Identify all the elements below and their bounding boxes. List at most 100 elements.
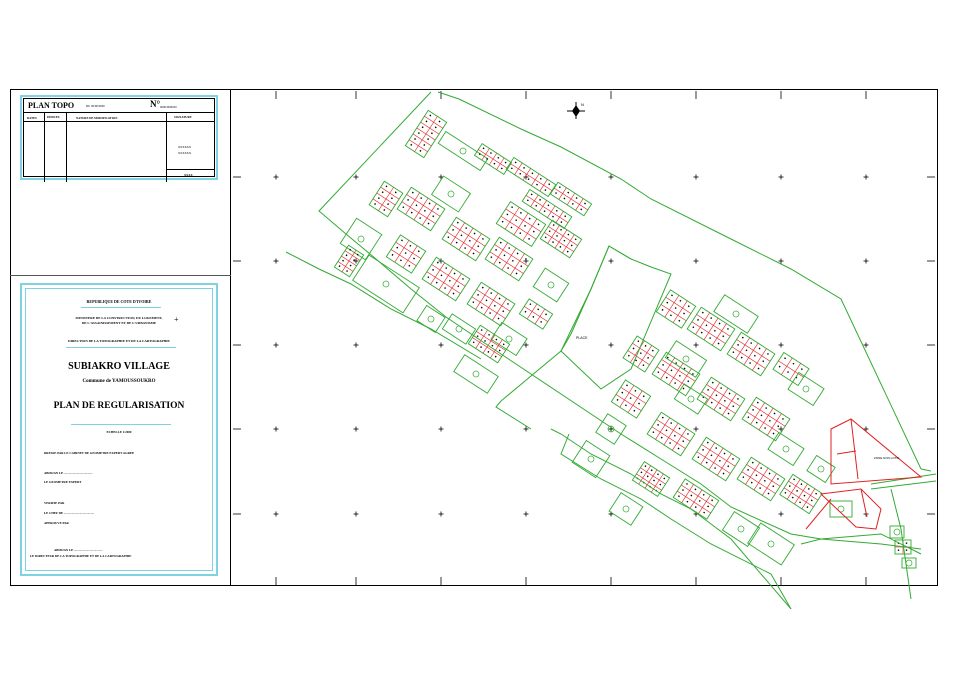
map-sheet-frame bbox=[10, 89, 938, 586]
parcel-line bbox=[341, 255, 357, 267]
parcel-mark bbox=[537, 308, 540, 311]
parcel-block bbox=[352, 254, 420, 314]
parcel-mark bbox=[644, 344, 647, 347]
parcel-mark bbox=[718, 459, 721, 462]
public-plot-mark bbox=[459, 147, 467, 155]
parcel-mark bbox=[473, 232, 476, 235]
public-plot-mark bbox=[817, 465, 825, 473]
parcel-mark bbox=[495, 248, 498, 251]
block-outline bbox=[437, 130, 489, 172]
parcel-line bbox=[513, 212, 529, 236]
block-outline bbox=[736, 456, 786, 502]
grid-ticks bbox=[233, 91, 935, 585]
parcel-mark bbox=[705, 324, 708, 327]
republic-label: REPUBLIQUE DE COTE D'IVOIRE bbox=[86, 299, 152, 304]
parcel-mark bbox=[490, 292, 493, 295]
ministry-line-2: DE L'ASSAINISSEMENT ET DE L'URBANISME bbox=[81, 321, 157, 325]
parcel-mark bbox=[391, 253, 394, 256]
parcel-block bbox=[747, 522, 795, 566]
block-outline bbox=[333, 244, 365, 278]
parcel-line bbox=[627, 390, 643, 413]
block-outline bbox=[747, 522, 795, 566]
parcel-mark bbox=[413, 257, 416, 260]
parcel-line bbox=[735, 337, 750, 360]
verified-by-label: VERIFIE PAR bbox=[44, 501, 65, 505]
parcel-block bbox=[466, 281, 516, 327]
parcel-block bbox=[889, 525, 905, 539]
parcel-line bbox=[446, 231, 481, 254]
parcel-block bbox=[646, 411, 696, 457]
parcel-mark bbox=[652, 431, 655, 434]
parcel-line bbox=[672, 300, 688, 323]
parcel-mark bbox=[686, 500, 689, 503]
parcel-block bbox=[779, 473, 823, 515]
parcel-mark bbox=[710, 401, 713, 404]
parcel-block bbox=[901, 557, 917, 569]
parcel-mark bbox=[691, 372, 694, 375]
parcel-mark bbox=[567, 233, 570, 236]
parcel-mark bbox=[663, 477, 666, 480]
commune-label: Commune de YAMOUSSOUKRO bbox=[82, 379, 156, 384]
parcel-mark bbox=[767, 492, 770, 495]
parcel-mark bbox=[807, 487, 810, 490]
parcel-mark bbox=[472, 341, 475, 344]
parcel-mark bbox=[776, 477, 779, 480]
parcel-block bbox=[484, 236, 534, 282]
parcel-line bbox=[412, 133, 432, 147]
parcel-mark bbox=[390, 197, 393, 200]
parcel-mark bbox=[511, 259, 514, 262]
parcel-line bbox=[640, 467, 666, 485]
parcel-mark bbox=[757, 367, 760, 370]
parcel-mark bbox=[498, 261, 501, 264]
parcel-line bbox=[494, 244, 529, 267]
parcel-line bbox=[522, 218, 538, 241]
parcel-line bbox=[505, 208, 542, 233]
parcel-block bbox=[673, 383, 709, 415]
signature-line-2: XXXXXX bbox=[178, 151, 191, 155]
parcel-mark bbox=[747, 468, 750, 471]
parcel-mark bbox=[427, 276, 430, 279]
parcel-mark bbox=[436, 207, 439, 210]
parcel-mark bbox=[710, 317, 713, 320]
parcel-mark bbox=[773, 412, 776, 415]
parcel-mark bbox=[408, 264, 411, 267]
parcel-mark bbox=[447, 236, 450, 239]
public-plot-mark bbox=[905, 559, 913, 567]
parcel-line bbox=[731, 346, 766, 369]
scale-label: ECHELLE 1/2000 bbox=[106, 430, 132, 434]
village-title: SUBIAKRO VILLAGE bbox=[68, 361, 170, 372]
republic-rule bbox=[81, 307, 161, 308]
parcel-mark bbox=[489, 312, 492, 315]
parcel-line bbox=[547, 224, 560, 244]
parcel-mark bbox=[737, 343, 740, 346]
parcel-block bbox=[437, 130, 489, 172]
parcel-mark bbox=[702, 448, 705, 451]
block-outline bbox=[490, 321, 528, 357]
block-outline bbox=[721, 510, 761, 548]
parcel-mark bbox=[742, 476, 745, 479]
parcel-mark bbox=[482, 147, 485, 150]
parcel-line bbox=[467, 233, 482, 256]
parcel-line bbox=[619, 385, 635, 408]
parcel-line bbox=[394, 240, 410, 263]
public-plot-mark bbox=[587, 455, 595, 463]
signature-line-1: XXXXXX bbox=[178, 145, 191, 149]
parcel-line bbox=[700, 442, 715, 465]
parcel-mark bbox=[511, 206, 514, 209]
public-plot-mark bbox=[547, 281, 555, 289]
parcel-mark bbox=[772, 432, 775, 435]
approved-by-label: APPROUVE PAR bbox=[44, 521, 69, 525]
block-outline bbox=[664, 340, 708, 378]
parcel-line bbox=[426, 271, 461, 294]
public-plot-mark bbox=[622, 505, 630, 513]
parcel-line bbox=[712, 323, 727, 346]
parcel-line bbox=[637, 345, 652, 368]
parcel-line bbox=[750, 402, 765, 425]
parcel-mark bbox=[666, 356, 669, 359]
parcel-mark bbox=[800, 368, 803, 371]
block-outline bbox=[495, 201, 547, 247]
parcel-line bbox=[746, 411, 781, 434]
parcel-mark bbox=[520, 265, 523, 268]
parcel-block bbox=[495, 201, 547, 247]
parcel-mark bbox=[457, 285, 460, 288]
